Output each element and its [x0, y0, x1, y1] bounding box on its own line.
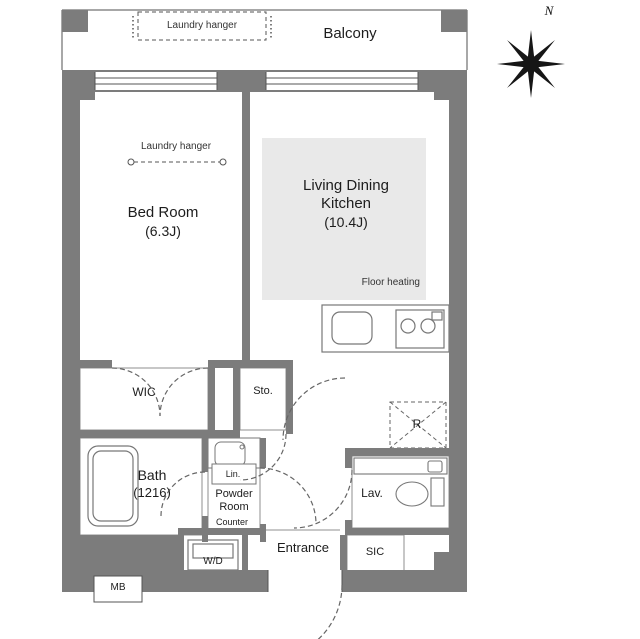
wall-block-bottom-left	[62, 535, 180, 572]
wall-wic-right	[208, 368, 215, 434]
wic-door-left	[111, 367, 161, 417]
balcony-laundry-hanger-label: Laundry hanger	[166, 20, 238, 31]
toilet-tank	[430, 477, 445, 507]
entrance-door	[317, 584, 343, 639]
meter-box-label: MB	[110, 582, 126, 593]
storage-label: Sto.	[253, 385, 273, 397]
entrance-opening	[268, 570, 342, 592]
wall-lav-left-top	[345, 448, 352, 468]
lavatory-fixtures	[353, 457, 448, 507]
floor-heating-label: Floor heating	[361, 277, 420, 288]
linen-label: Lin.	[225, 469, 241, 479]
pillar-inner-br	[434, 552, 467, 592]
lav-counter	[353, 457, 448, 475]
powder-room-label-line1: Powder	[215, 488, 253, 500]
door-arcs	[111, 367, 353, 639]
faucet-icon	[239, 444, 245, 450]
washer-dryer-label: W/D	[203, 556, 223, 567]
ldk-label-line1: Living Dining	[303, 177, 389, 194]
wic-label: WIC	[132, 385, 156, 399]
wall-storage-left	[233, 368, 240, 434]
wall-wd-left	[178, 535, 184, 572]
laundry-hanger-bedroom-symbol	[127, 158, 227, 166]
wall-lav-left-bottom	[345, 520, 352, 535]
wall-bath-powder-top	[202, 438, 208, 472]
compass-rose	[497, 30, 565, 98]
wall-counter	[178, 528, 266, 535]
pillar-inner-tl	[62, 70, 95, 100]
laundry-hanger-balcony-symbol	[132, 11, 272, 41]
bath-label: Bath	[137, 467, 167, 483]
refrigerator-label: R	[412, 417, 422, 431]
pillar-top-right	[441, 10, 467, 32]
bedroom-size-label: (6.3J)	[145, 223, 181, 239]
lav-sink	[427, 460, 443, 473]
wall-sic-left	[340, 535, 347, 572]
powder-door	[259, 467, 317, 525]
balcony-label: Balcony	[323, 25, 377, 42]
balcony-structure	[61, 9, 468, 70]
wall-lav-top	[352, 448, 449, 456]
meter-box	[93, 575, 143, 603]
ldk-door	[282, 377, 346, 441]
wall-powder-hall-top	[260, 438, 266, 468]
bedroom-laundry-hanger-label: Laundry hanger	[140, 141, 212, 152]
wall-right	[449, 70, 467, 592]
stove-grill-icon	[431, 311, 443, 321]
entrance-label: Entrance	[276, 540, 330, 555]
floor-heating-zone	[262, 138, 426, 300]
ldk-size-label: (10.4J)	[324, 214, 368, 230]
sic-label: SIC	[365, 546, 385, 558]
pillar-inner-tr	[434, 70, 467, 100]
wall-left	[62, 70, 80, 592]
storage-door	[239, 433, 287, 481]
linen-shelf	[211, 463, 257, 485]
bath-door	[160, 471, 206, 517]
bath-size-label: (1216)	[133, 485, 171, 500]
wall-storage-right	[286, 368, 293, 434]
bedroom-label: Bed Room	[127, 204, 199, 221]
ldk-label-line2: Kitchen	[320, 195, 372, 212]
pillar-top-left	[62, 10, 88, 32]
counter-label: Counter	[215, 517, 249, 527]
wall-lav-bottom	[345, 528, 449, 535]
lavatory-label: Lav.	[361, 486, 383, 500]
lavatory-door	[293, 469, 353, 529]
storage-outline	[239, 367, 287, 431]
powder-room-label-line2: Room	[219, 501, 249, 513]
powder-fixtures	[207, 437, 261, 485]
wall-bedroom-bottom-right	[208, 360, 293, 368]
wall-wd-entrance	[242, 535, 248, 572]
wall-bedroom-bottom-left	[80, 360, 112, 368]
compass-north-label: N	[544, 3, 554, 18]
kitchen-sink	[331, 311, 373, 345]
wall-bottom	[62, 570, 467, 592]
washer-dryer-box	[187, 539, 239, 571]
toilet-bowl	[395, 481, 429, 507]
wall-wic-bottom	[62, 430, 240, 438]
bathtub	[87, 445, 139, 527]
wic-door-right	[159, 367, 209, 417]
kitchen-counter	[321, 304, 450, 353]
wall-bedroom-ldk	[242, 92, 250, 364]
windows	[94, 72, 419, 592]
